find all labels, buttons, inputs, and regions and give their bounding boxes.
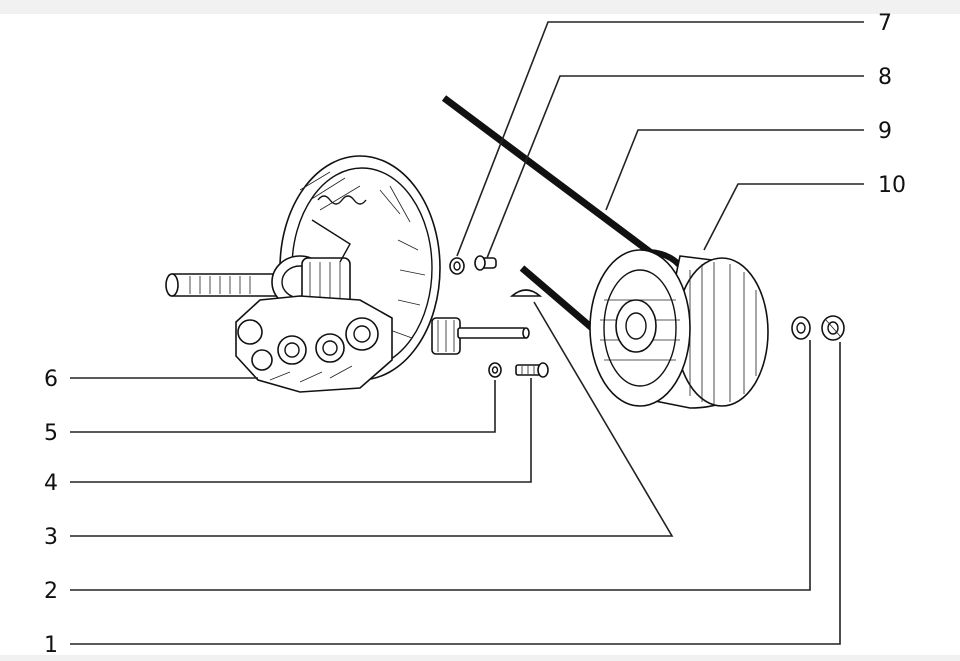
label-10: 10 — [878, 173, 906, 198]
label-2: 2 — [44, 579, 58, 604]
label-5: 5 — [44, 421, 58, 446]
bottom-border — [0, 655, 960, 661]
part-2-washer — [791, 316, 811, 340]
leader-lines — [70, 21, 864, 645]
label-6: 6 — [44, 367, 58, 392]
part-3-key — [509, 289, 543, 297]
crankshaft-assembly — [165, 155, 530, 393]
label-3: 3 — [44, 525, 58, 550]
label-4: 4 — [44, 471, 58, 496]
part-4-bolt — [515, 362, 549, 378]
part-5-washer — [488, 362, 502, 378]
part-8-bolt — [474, 255, 497, 271]
label-7: 7 — [878, 11, 892, 36]
label-1: 1 — [44, 633, 58, 658]
top-border — [0, 0, 960, 14]
label-9: 9 — [878, 119, 892, 144]
part-number-labels: 7 8 9 10 6 5 4 3 2 1 — [44, 11, 906, 658]
part-1-nut — [821, 315, 845, 341]
part-10-pulley — [589, 249, 769, 409]
part-7-washer — [449, 257, 465, 275]
label-8: 8 — [878, 65, 892, 90]
